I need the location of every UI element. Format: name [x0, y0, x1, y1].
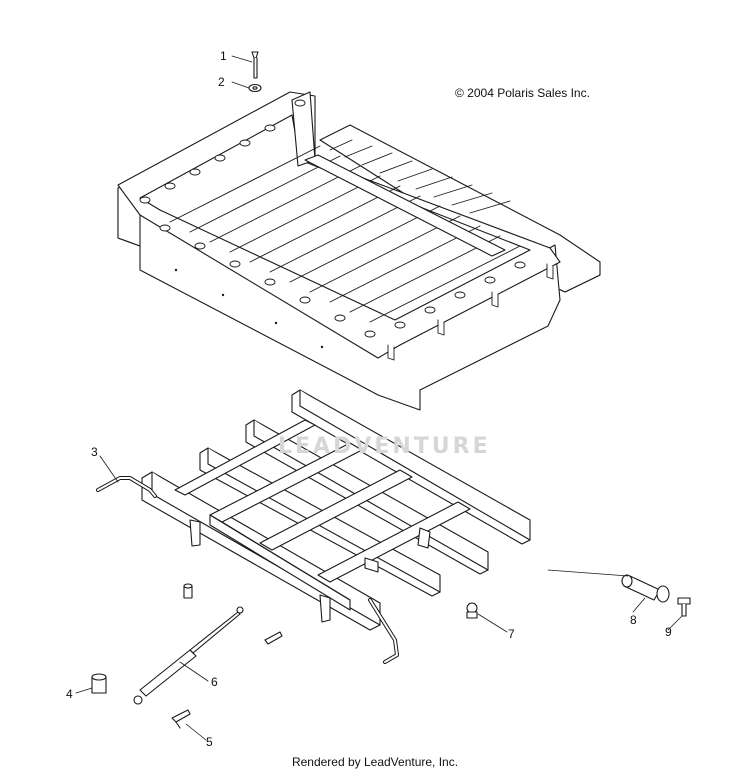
- callout-4: 4: [66, 687, 73, 701]
- watermark: LEADVENTURE: [278, 434, 491, 459]
- tube-part-8: [621, 574, 670, 603]
- washer-part-2: [248, 83, 262, 93]
- cargo-frame: [96, 389, 531, 664]
- clip-part: [264, 631, 283, 645]
- callout-3: 3: [91, 445, 98, 459]
- callout-5: 5: [206, 735, 213, 749]
- leader-lines: [75, 55, 683, 741]
- callout-7: 7: [508, 627, 515, 641]
- cargo-box: [117, 91, 601, 411]
- footer-credit: Rendered by LeadVenture, Inc.: [291, 755, 459, 769]
- pin-part-4: [91, 673, 107, 694]
- gas-strut-part-6: [133, 606, 244, 705]
- knob-part-7: [466, 602, 478, 619]
- callout-8: 8: [630, 613, 637, 627]
- bolt-part-1: [251, 51, 259, 79]
- bolt-part-9: [677, 597, 691, 617]
- copyright-text: © 2004 Polaris Sales Inc.: [455, 86, 590, 100]
- callout-6: 6: [211, 675, 218, 689]
- callout-2: 2: [218, 75, 225, 89]
- callout-9: 9: [665, 625, 672, 639]
- callout-1: 1: [220, 49, 227, 63]
- pin-part: [183, 583, 193, 599]
- clip-part-5: [171, 709, 191, 729]
